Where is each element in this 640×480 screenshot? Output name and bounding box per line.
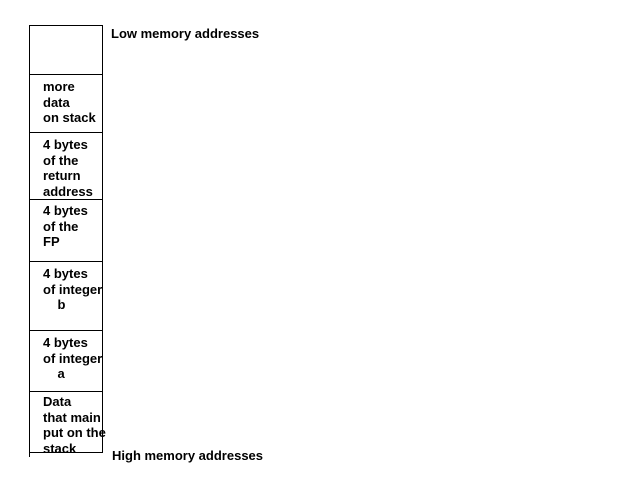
stack-cell-saved-fp: 4 bytes of the FP bbox=[30, 199, 102, 261]
low-memory-label: Low memory addresses bbox=[111, 26, 260, 41]
stack-cell-return-address: 4 bytes of the return address bbox=[30, 132, 102, 199]
stack-cell-more-data: more data on stack bbox=[30, 74, 102, 132]
stack-cell-main-data: Data that main put on the stack bbox=[30, 391, 106, 456]
stack-diagram: more data on stack 4 bytes of the return… bbox=[29, 25, 106, 456]
stack-cell-integer-b: 4 bytes of integer b bbox=[30, 261, 102, 330]
stack-cell-integer-a: 4 bytes of integer a bbox=[30, 330, 102, 391]
high-memory-label: High memory addresses bbox=[112, 448, 264, 463]
stack-cell-empty-top bbox=[30, 26, 102, 74]
left-border-tail bbox=[29, 453, 30, 457]
